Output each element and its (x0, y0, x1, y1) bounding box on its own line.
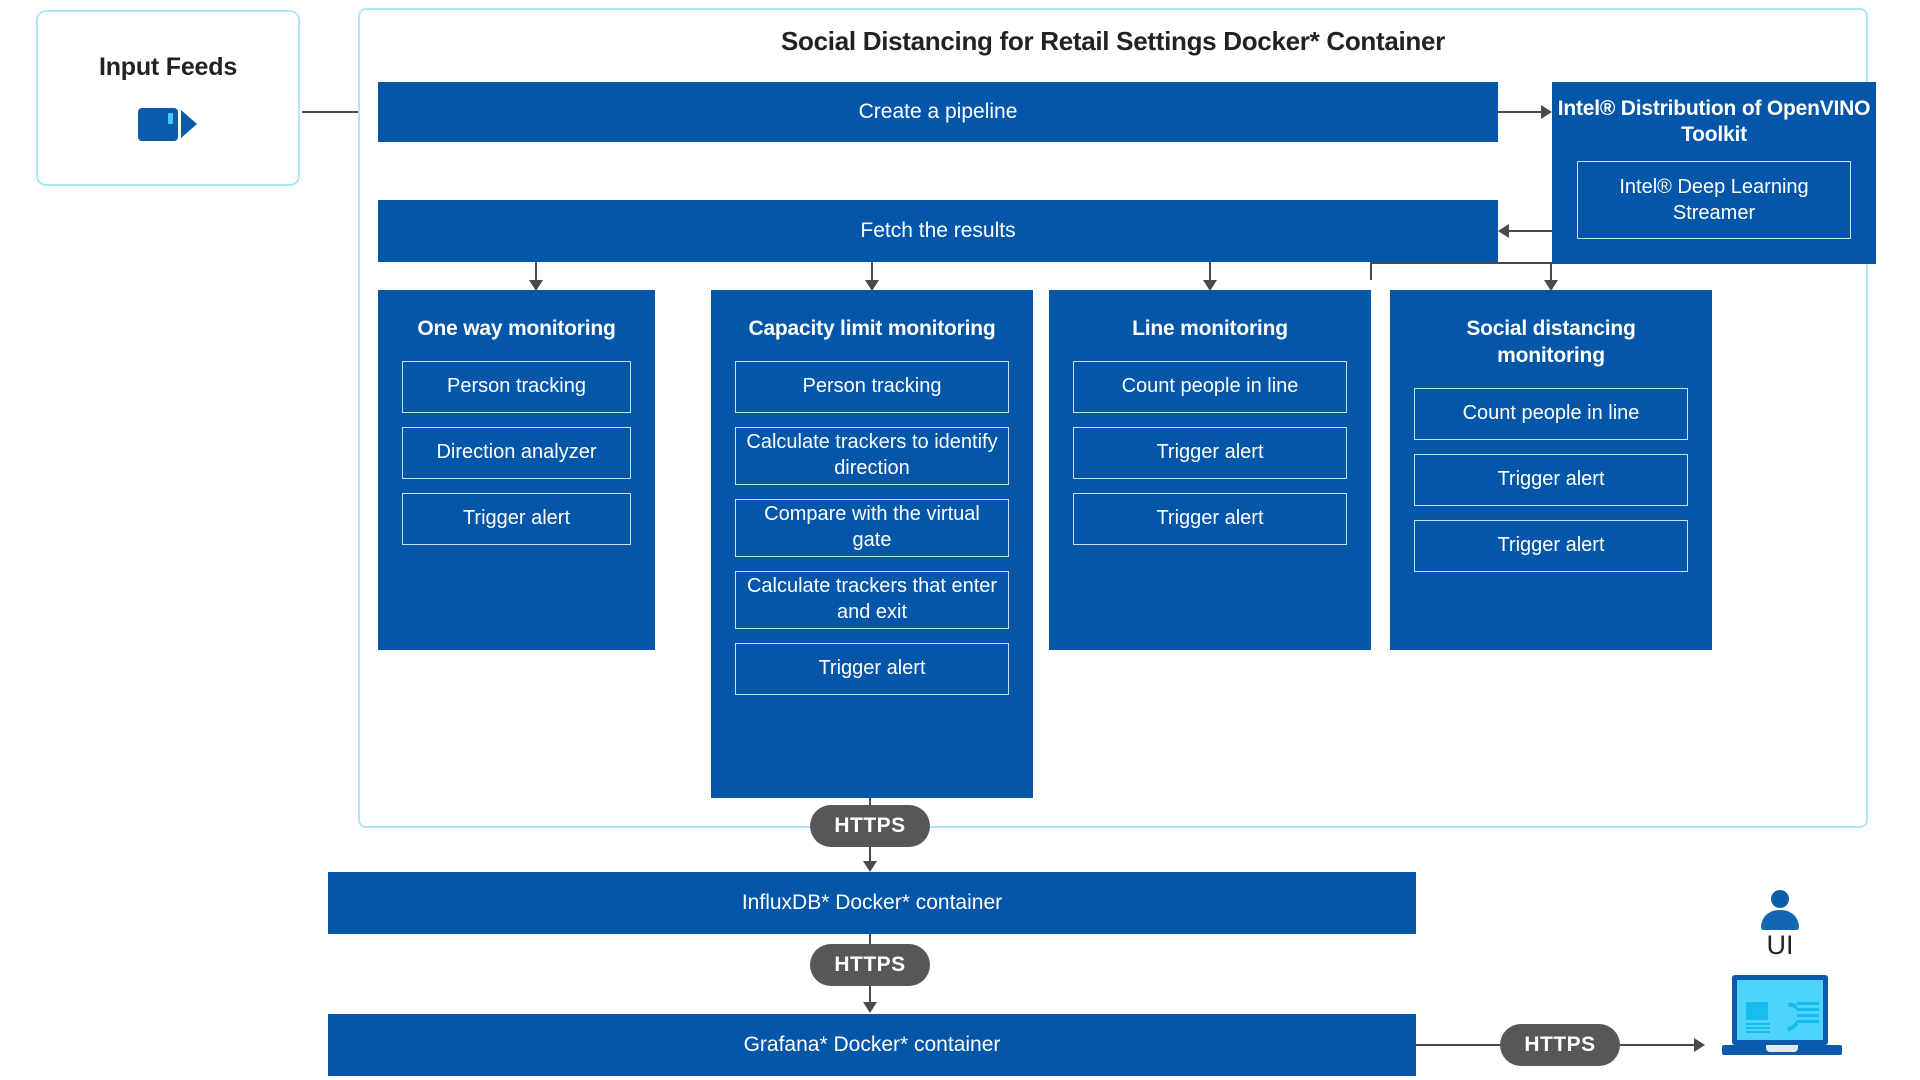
dashboard-block-icon (1746, 1002, 1768, 1020)
column-cell: Trigger alert (1414, 519, 1688, 572)
column-cell: Trigger alert (1073, 426, 1347, 479)
main-container-title: Social Distancing for Retail Settings Do… (781, 26, 1445, 56)
openvino-title: Intel® Distribution of OpenVINO Toolkit (1557, 97, 1871, 147)
column-cell: Calculate trackers to identify direction (735, 426, 1009, 485)
laptop-screen-content (1737, 980, 1823, 1040)
column-cell: Person tracking (402, 360, 631, 413)
person-head (1771, 890, 1789, 908)
connector-fetch-to-col-a (535, 262, 537, 284)
column-cell: Trigger alert (735, 642, 1009, 695)
column-cell: Count people in line (1414, 387, 1688, 440)
person-body (1761, 910, 1799, 930)
arrow-https3-to-laptop (1694, 1038, 1705, 1052)
https-badge-1: HTTPS (810, 805, 930, 847)
connector-openvino-to-fetch (1508, 230, 1552, 232)
column-title: Social distancing monitoring (1466, 317, 1636, 367)
camera-lens (181, 109, 197, 138)
column-cell: Count people in line (1073, 360, 1347, 413)
arrow-https1-to-influxdb (863, 861, 877, 872)
influxdb-container-bar: InfluxDB* Docker* container (328, 872, 1416, 934)
column-cell: Direction analyzer (402, 426, 631, 479)
column-title: Capacity limit monitoring (748, 317, 996, 340)
connector-influxdb-to-https2 (869, 934, 871, 950)
video-camera-icon (138, 104, 198, 144)
camera-accent (168, 112, 173, 124)
column-cell: Calculate trackers that enter and exit (735, 570, 1009, 629)
column-cell: Trigger alert (1073, 492, 1347, 545)
create-pipeline-bar: Create a pipeline (378, 82, 1498, 142)
arrow-fetch-to-col-c (1203, 280, 1217, 291)
column-cell: Trigger alert (402, 492, 631, 545)
arrow-https2-to-grafana (863, 1002, 877, 1013)
https-badge-2: HTTPS (810, 944, 930, 986)
dashboard-lines-icon (1746, 1023, 1770, 1035)
connector-input-to-pipeline (302, 111, 364, 113)
column-cell: Compare with the virtual gate (735, 498, 1009, 557)
deep-learning-streamer-box: Intel® Deep Learning Streamer (1577, 160, 1851, 239)
connector-grafana-to-https3 (1416, 1044, 1506, 1046)
laptop-screen (1732, 975, 1828, 1045)
input-feeds-panel: Input Feeds (36, 10, 300, 186)
connector-fetch-to-col-d-seg1 (1370, 262, 1372, 280)
connector-fetch-to-col-d-seg2 (1370, 262, 1552, 264)
arrow-fetch-to-col-a (529, 280, 543, 291)
laptop-notch (1766, 1045, 1798, 1052)
column-title: Line monitoring (1132, 317, 1288, 340)
column-cell: Person tracking (735, 360, 1009, 413)
https-badge-3: HTTPS (1500, 1024, 1620, 1066)
laptop-dashboard-icon (1722, 975, 1842, 1061)
fetch-results-bar: Fetch the results (378, 200, 1498, 262)
input-feeds-title: Input Feeds (98, 52, 238, 81)
connector-fetch-to-col-d-seg3 (1550, 262, 1552, 284)
arrow-openvino-to-fetch (1498, 224, 1509, 238)
column-social-distancing-monitoring: Social distancing monitoring Count peopl… (1390, 290, 1712, 650)
grafana-container-bar: Grafana* Docker* container (328, 1014, 1416, 1076)
ui-label: UI (1766, 930, 1794, 960)
connector-fetch-to-col-c (1209, 262, 1211, 284)
arrow-fetch-to-col-d (1544, 280, 1558, 291)
connector-fetch-to-col-b (871, 262, 873, 284)
dashboard-bars-icon (1797, 1002, 1819, 1024)
connector-https1-to-influxdb (869, 847, 871, 865)
column-one-way-monitoring: One way monitoring Person tracking Direc… (378, 290, 655, 650)
column-line-monitoring: Line monitoring Count people in line Tri… (1049, 290, 1371, 650)
person-icon (1758, 890, 1802, 934)
openvino-toolkit-block: Intel® Distribution of OpenVINO Toolkit … (1552, 82, 1876, 264)
connector-https3-to-laptop (1620, 1044, 1698, 1046)
arrow-pipeline-to-openvino (1541, 105, 1552, 119)
column-title: One way monitoring (417, 317, 616, 340)
connector-https2-to-grafana (869, 986, 871, 1006)
connector-pipeline-to-openvino (1498, 111, 1544, 113)
column-capacity-limit-monitoring: Capacity limit monitoring Person trackin… (711, 290, 1033, 798)
arrow-fetch-to-col-b (865, 280, 879, 291)
column-cell: Trigger alert (1414, 453, 1688, 506)
